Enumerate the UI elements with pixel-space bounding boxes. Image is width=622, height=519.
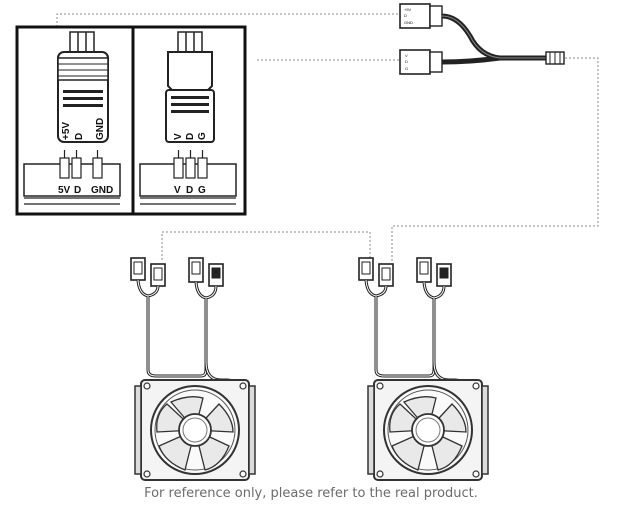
header-label-v: V: [174, 185, 181, 196]
header-label-5v: 5V: [58, 185, 71, 196]
plug-label-g: G: [197, 132, 208, 140]
splitter-bottom-label-v: V: [405, 53, 408, 58]
plug-label-5v: +5V: [61, 122, 72, 140]
splitter-top-label-gnd: GND: [404, 20, 413, 25]
splitter-top-label-5v: +5V: [404, 7, 412, 12]
connector-panels: +5V D GND 5V D GND: [15, 25, 247, 216]
fan-2-body: [367, 379, 489, 481]
plug-label-d: D: [74, 133, 85, 140]
plug-label-d2: D: [185, 133, 196, 140]
fan-1-body: [134, 379, 256, 481]
header-label-g: G: [198, 185, 206, 196]
fan-1: [129, 256, 256, 481]
header-label-d3: D: [186, 185, 193, 196]
splitter-bottom-label-g: G: [405, 66, 408, 71]
connector-5v-panel: +5V D GND 5V D GND: [23, 31, 121, 205]
header-label-d: D: [74, 185, 81, 196]
splitter-cable: +5V D GND V D G: [399, 3, 565, 75]
fan-1-connectors: [129, 256, 237, 394]
splitter-bottom-label-d: D: [405, 59, 408, 64]
dotted-guide-lines: [56, 13, 599, 262]
fan-2-connectors: [357, 256, 465, 394]
plug-label-v: V: [173, 133, 184, 140]
splitter-top-label-d: D: [404, 13, 407, 18]
reference-note: For reference only, please refer to the …: [144, 486, 478, 501]
fan-2: [357, 256, 489, 481]
header-label-gnd: GND: [91, 185, 113, 196]
plug-label-gnd: GND: [95, 118, 106, 140]
connector-vdg-panel: V D G V D G: [139, 31, 237, 205]
